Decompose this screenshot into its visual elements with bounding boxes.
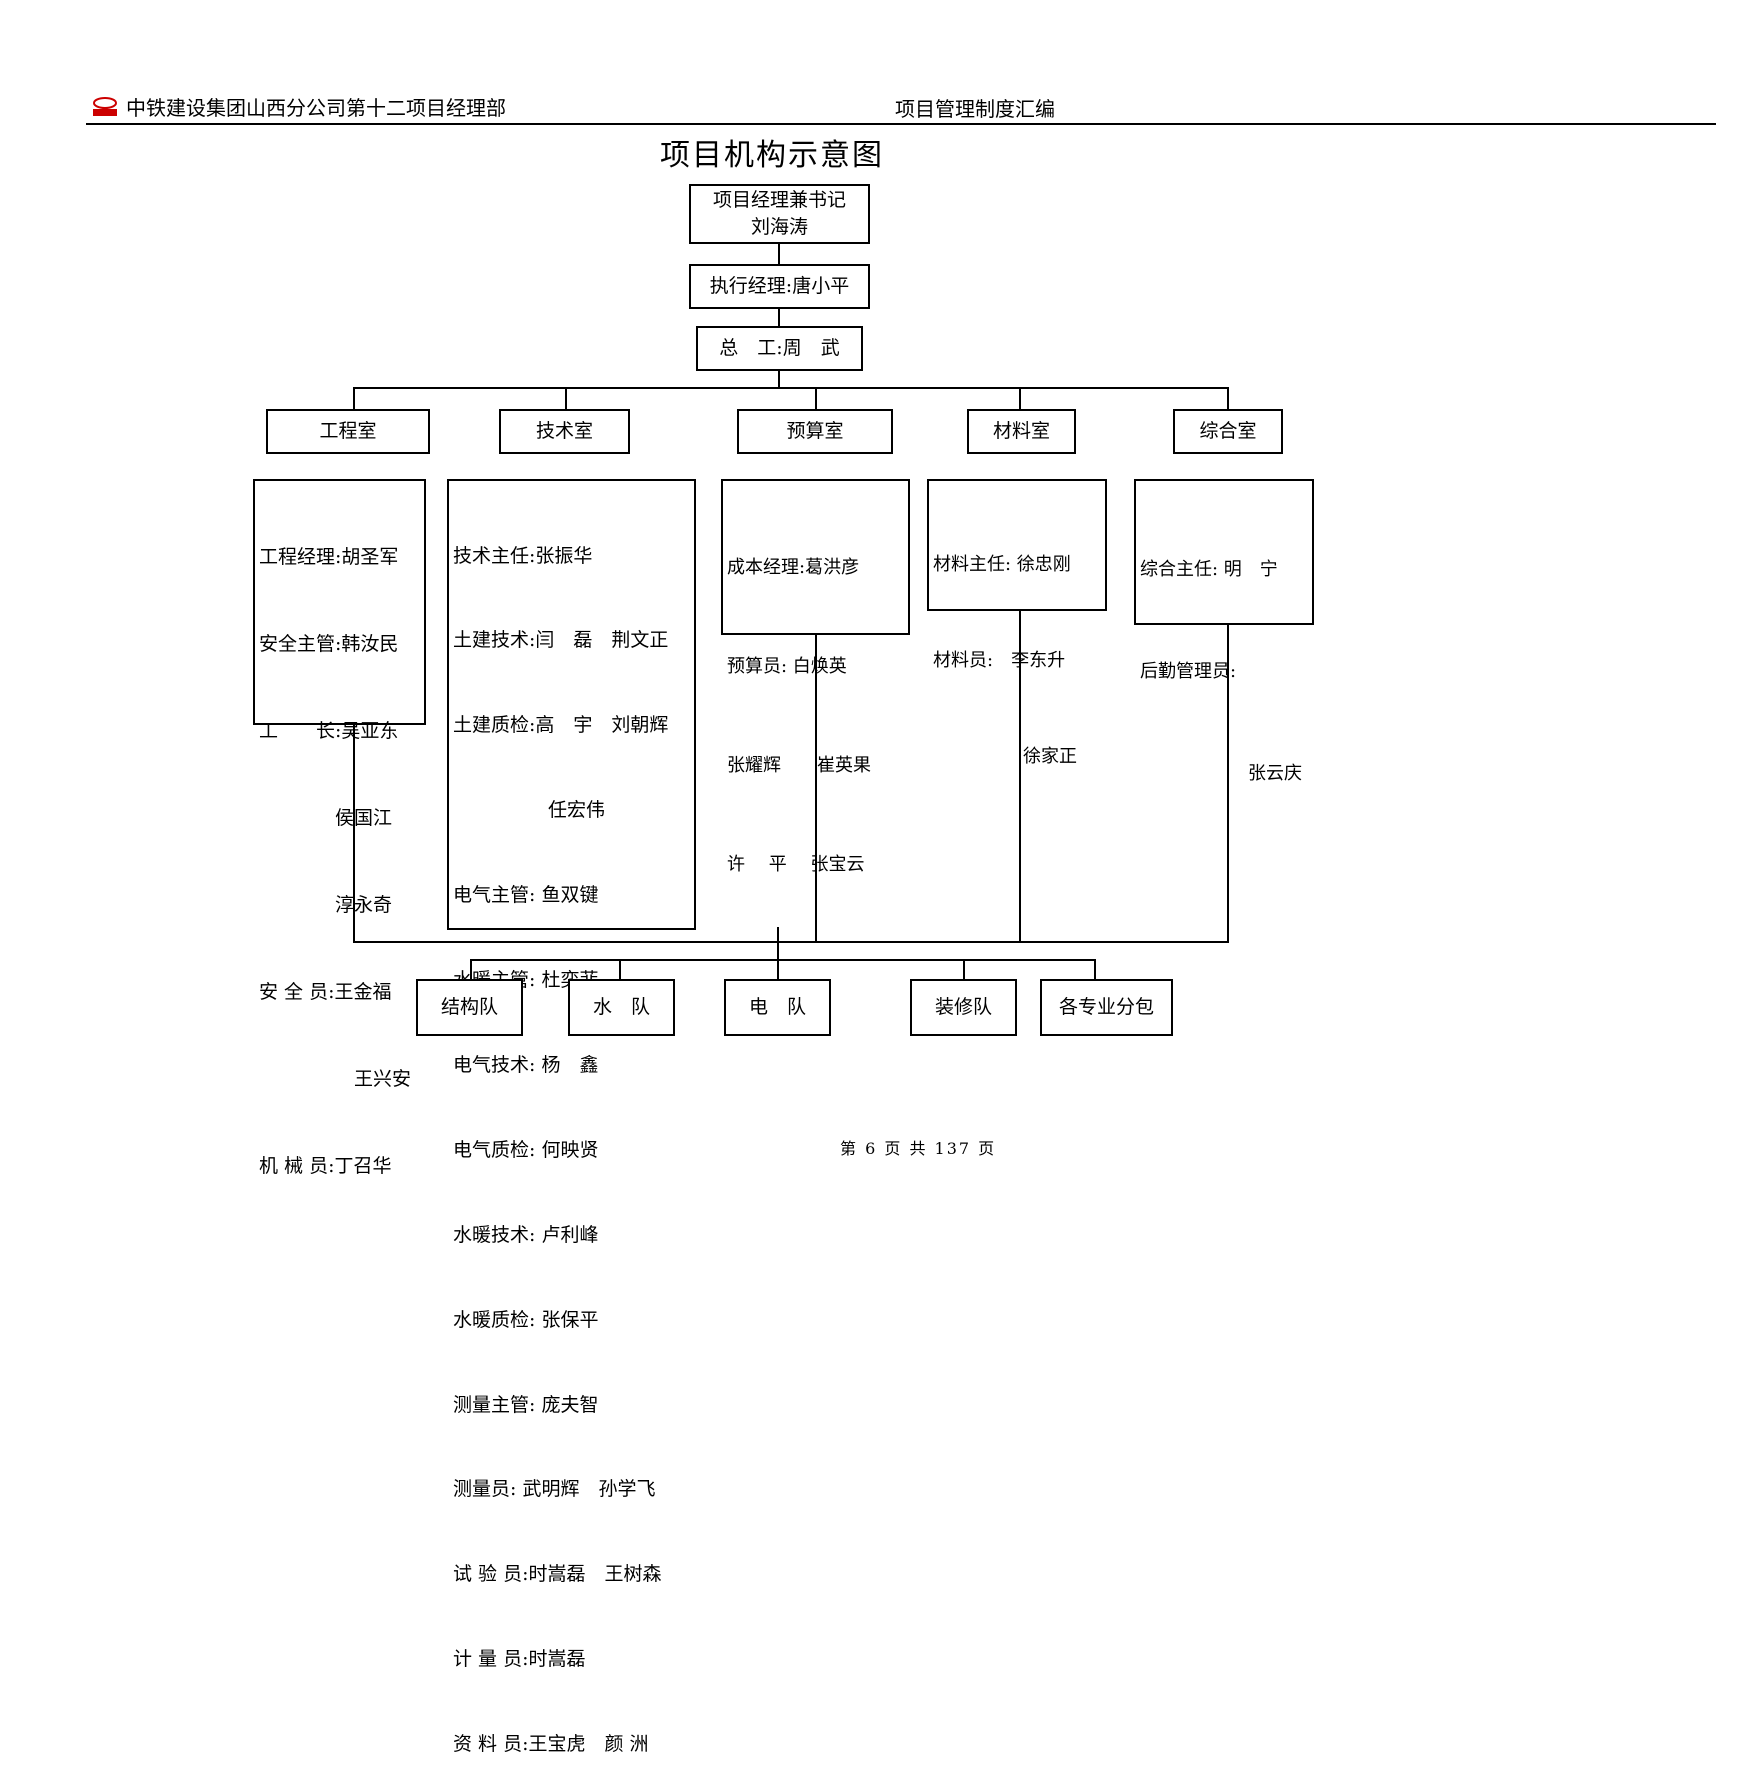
connector [1094, 959, 1096, 980]
connector [778, 307, 780, 327]
member-list-general: 综合主任: 明 宁 后勤管理员: 张云庆 [1134, 479, 1314, 784]
member-list-budget: 成本经理:葛洪彦 预算员: 白焕英 张耀辉 崔英果 许 平 张宝云 [721, 479, 910, 875]
executive-manager-box: 执行经理:唐小平 [689, 264, 870, 309]
department-box-technical: 技术室 [499, 409, 630, 454]
connector [963, 959, 965, 980]
team-box-subcontract: 各专业分包 [1040, 979, 1173, 1036]
member-line: 电气主管: 鱼双键 [453, 884, 599, 907]
department-box-budget: 预算室 [737, 409, 893, 454]
connector [777, 959, 779, 980]
member-line: 电气质检: 何映贤 [453, 1138, 599, 1161]
connector [353, 724, 355, 943]
member-line: 技术主任:张振华 [453, 544, 593, 567]
department-name: 综合室 [1199, 420, 1257, 442]
connector [815, 633, 817, 943]
chief-engineer-box: 总 工:周 武 [696, 326, 863, 371]
member-line: 综合主任: 明 宁 [1140, 559, 1278, 580]
member-line: 电气技术: 杨 鑫 [453, 1053, 599, 1076]
member-line: 侯国江 [259, 807, 393, 829]
member-line: 张云庆 [1140, 763, 1302, 784]
member-line: 测量员: 武明辉 孙学飞 [453, 1478, 656, 1501]
member-list-materials: 材料主任: 徐忠刚 材料员: 李东升 徐家正 [927, 479, 1107, 767]
member-line: 安全主管:韩汝民 [259, 633, 399, 655]
connector [777, 927, 779, 960]
connector [1227, 624, 1229, 943]
connector [815, 387, 817, 410]
project-manager-role: 项目经理兼书记 [712, 189, 846, 211]
member-line: 土建技术:闫 磊 荆文正 [453, 629, 669, 652]
connector [353, 387, 1229, 389]
member-line: 王兴安 [259, 1068, 412, 1090]
member-line: 安 全 员:王金福 [259, 981, 392, 1003]
chief-engineer-text: 总 工:周 武 [719, 337, 840, 359]
connector [1019, 387, 1021, 410]
member-line: 资 料 员:王宝虎 颜 洲 [453, 1733, 649, 1756]
member-line: 工 长:吴亚东 [259, 720, 399, 742]
department-name: 工程室 [319, 420, 377, 442]
connector [565, 387, 567, 410]
company-logo-icon [93, 96, 117, 116]
page-number: 第 6 页 共 137 页 [840, 1139, 997, 1158]
member-list-technical: 技术主任:张振华 土建技术:闫 磊 荆文正 土建质检:高 宇 刘朝辉 任宏伟 电… [447, 479, 696, 1755]
member-line: 后勤管理员: [1140, 661, 1237, 682]
member-list-engineering: 工程经理:胡圣军 安全主管:韩汝民 工 长:吴亚东 侯国江 淳永奇 安 全 员:… [253, 479, 426, 1177]
team-box-structure: 结构队 [416, 979, 523, 1036]
project-manager-box: 项目经理兼书记 刘海涛 [689, 184, 870, 244]
page-header-left: 中铁建设集团山西分公司第十二项目经理部 [90, 92, 506, 121]
company-name: 中铁建设集团山西分公司第十二项目经理部 [126, 96, 506, 120]
connector [1019, 610, 1021, 943]
team-box-decoration: 装修队 [910, 979, 1017, 1036]
connector [470, 959, 1096, 961]
team-name: 装修队 [934, 996, 992, 1018]
department-name: 材料室 [992, 420, 1050, 442]
member-line: 试 验 员:时嵩磊 王树森 [453, 1563, 662, 1586]
team-name: 电 队 [748, 996, 806, 1018]
member-line: 预算员: 白焕英 [727, 656, 847, 677]
connector [1227, 387, 1229, 410]
department-box-engineering: 工程室 [266, 409, 430, 454]
member-line: 许 平 张宝云 [727, 854, 865, 875]
executive-manager-text: 执行经理:唐小平 [709, 275, 850, 297]
department-name: 预算室 [786, 420, 844, 442]
department-box-materials: 材料室 [967, 409, 1076, 454]
member-line: 任宏伟 [453, 799, 606, 822]
member-line: 成本经理:葛洪彦 [727, 557, 860, 578]
connector [778, 370, 780, 388]
team-box-water: 水 队 [568, 979, 675, 1036]
connector [619, 959, 621, 980]
member-line: 计 量 员:时嵩磊 [453, 1648, 586, 1671]
connector [470, 959, 472, 980]
member-line: 张耀辉 崔英果 [727, 755, 871, 776]
member-line: 徐家正 [933, 746, 1077, 767]
connector [353, 387, 355, 410]
member-line: 材料主任: 徐忠刚 [933, 554, 1071, 575]
header-rule [86, 123, 1716, 125]
team-name: 各专业分包 [1058, 996, 1154, 1018]
team-name: 水 队 [592, 996, 650, 1018]
team-box-electric: 电 队 [724, 979, 831, 1036]
member-line: 工程经理:胡圣军 [259, 546, 399, 568]
member-line: 土建质检:高 宇 刘朝辉 [453, 714, 669, 737]
department-box-general: 综合室 [1173, 409, 1283, 454]
chart-title: 项目机构示意图 [660, 138, 884, 173]
member-line: 淳永奇 [259, 894, 393, 916]
member-line: 机 械 员:丁召华 [259, 1155, 392, 1177]
member-line: 水暖质检: 张保平 [453, 1308, 599, 1331]
department-name: 技术室 [535, 420, 593, 442]
document-title: 项目管理制度汇编 [895, 97, 1055, 121]
project-manager-name: 刘海涛 [750, 216, 808, 238]
member-line: 材料员: 李东升 [933, 650, 1066, 671]
connector [353, 941, 1229, 943]
team-name: 结构队 [440, 996, 498, 1018]
member-line: 测量主管: 庞夫智 [453, 1393, 599, 1416]
member-line: 水暖技术: 卢利峰 [453, 1223, 599, 1246]
